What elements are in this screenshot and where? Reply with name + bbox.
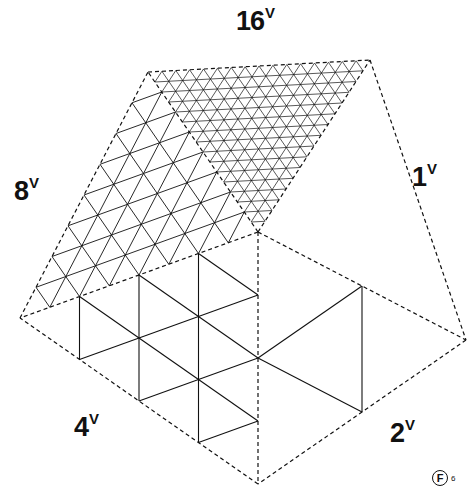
grid-strut [155, 71, 363, 82]
grid-strut [116, 134, 199, 254]
grid-strut [132, 103, 228, 243]
sector-edge [20, 72, 148, 318]
grid-strut [68, 226, 109, 286]
sector-edge [258, 340, 466, 484]
grid-strut [196, 67, 245, 142]
grid-strut [190, 70, 279, 200]
grid-strut [155, 71, 162, 82]
frequency-label: 1V [412, 164, 436, 191]
grid-strut [162, 71, 265, 221]
grid-strut [224, 178, 293, 182]
grid-strut [182, 114, 335, 122]
grid-strut [361, 286, 362, 412]
grid-strut [36, 287, 50, 307]
frequency-label: 16V [236, 8, 274, 35]
grid-strut [162, 82, 356, 93]
mark-label: 6 [451, 475, 455, 483]
sector-edge [20, 232, 258, 318]
grid-strut [199, 421, 259, 443]
frequency-label: 2V [390, 420, 414, 447]
grid-strut [176, 103, 343, 112]
grid-strut [273, 65, 321, 135]
sector-edge [148, 72, 258, 232]
grid-strut [199, 254, 259, 296]
grid-strut [301, 64, 335, 114]
grid-strut [79, 297, 80, 360]
grid-strut [217, 68, 293, 178]
sector-edge [257, 232, 258, 484]
grid-strut [100, 132, 189, 164]
sector-edge [258, 232, 466, 340]
sector-edge [20, 318, 258, 484]
frequency-label: 4V [74, 414, 98, 441]
grid-strut [176, 71, 272, 211]
grid-strut [231, 63, 315, 192]
grid-strut [198, 254, 199, 443]
frequency-label: 8V [14, 178, 38, 205]
grid-strut [169, 92, 349, 102]
grid-strut [80, 112, 176, 297]
grid-strut [210, 157, 307, 162]
grid-strut [258, 286, 362, 358]
grid-strut [80, 297, 259, 422]
grid-strut [237, 200, 279, 202]
grid-strut [196, 135, 321, 142]
mark-label: F [432, 470, 448, 486]
grid-strut [52, 192, 231, 257]
grid-strut [182, 68, 217, 122]
grid-strut [109, 132, 189, 286]
sector-edge [148, 60, 370, 72]
grid-strut [100, 164, 169, 264]
grid-strut [68, 172, 217, 226]
grid-strut [80, 295, 259, 360]
grid-strut [244, 62, 342, 213]
grid-strut [356, 61, 363, 71]
grid-strut [258, 358, 362, 412]
grid-strut [50, 92, 162, 307]
grid-strut [237, 62, 328, 202]
sector-edge [258, 60, 370, 232]
grid-strut [251, 221, 265, 223]
grid-strut [251, 61, 356, 222]
grid-strut [169, 172, 217, 264]
